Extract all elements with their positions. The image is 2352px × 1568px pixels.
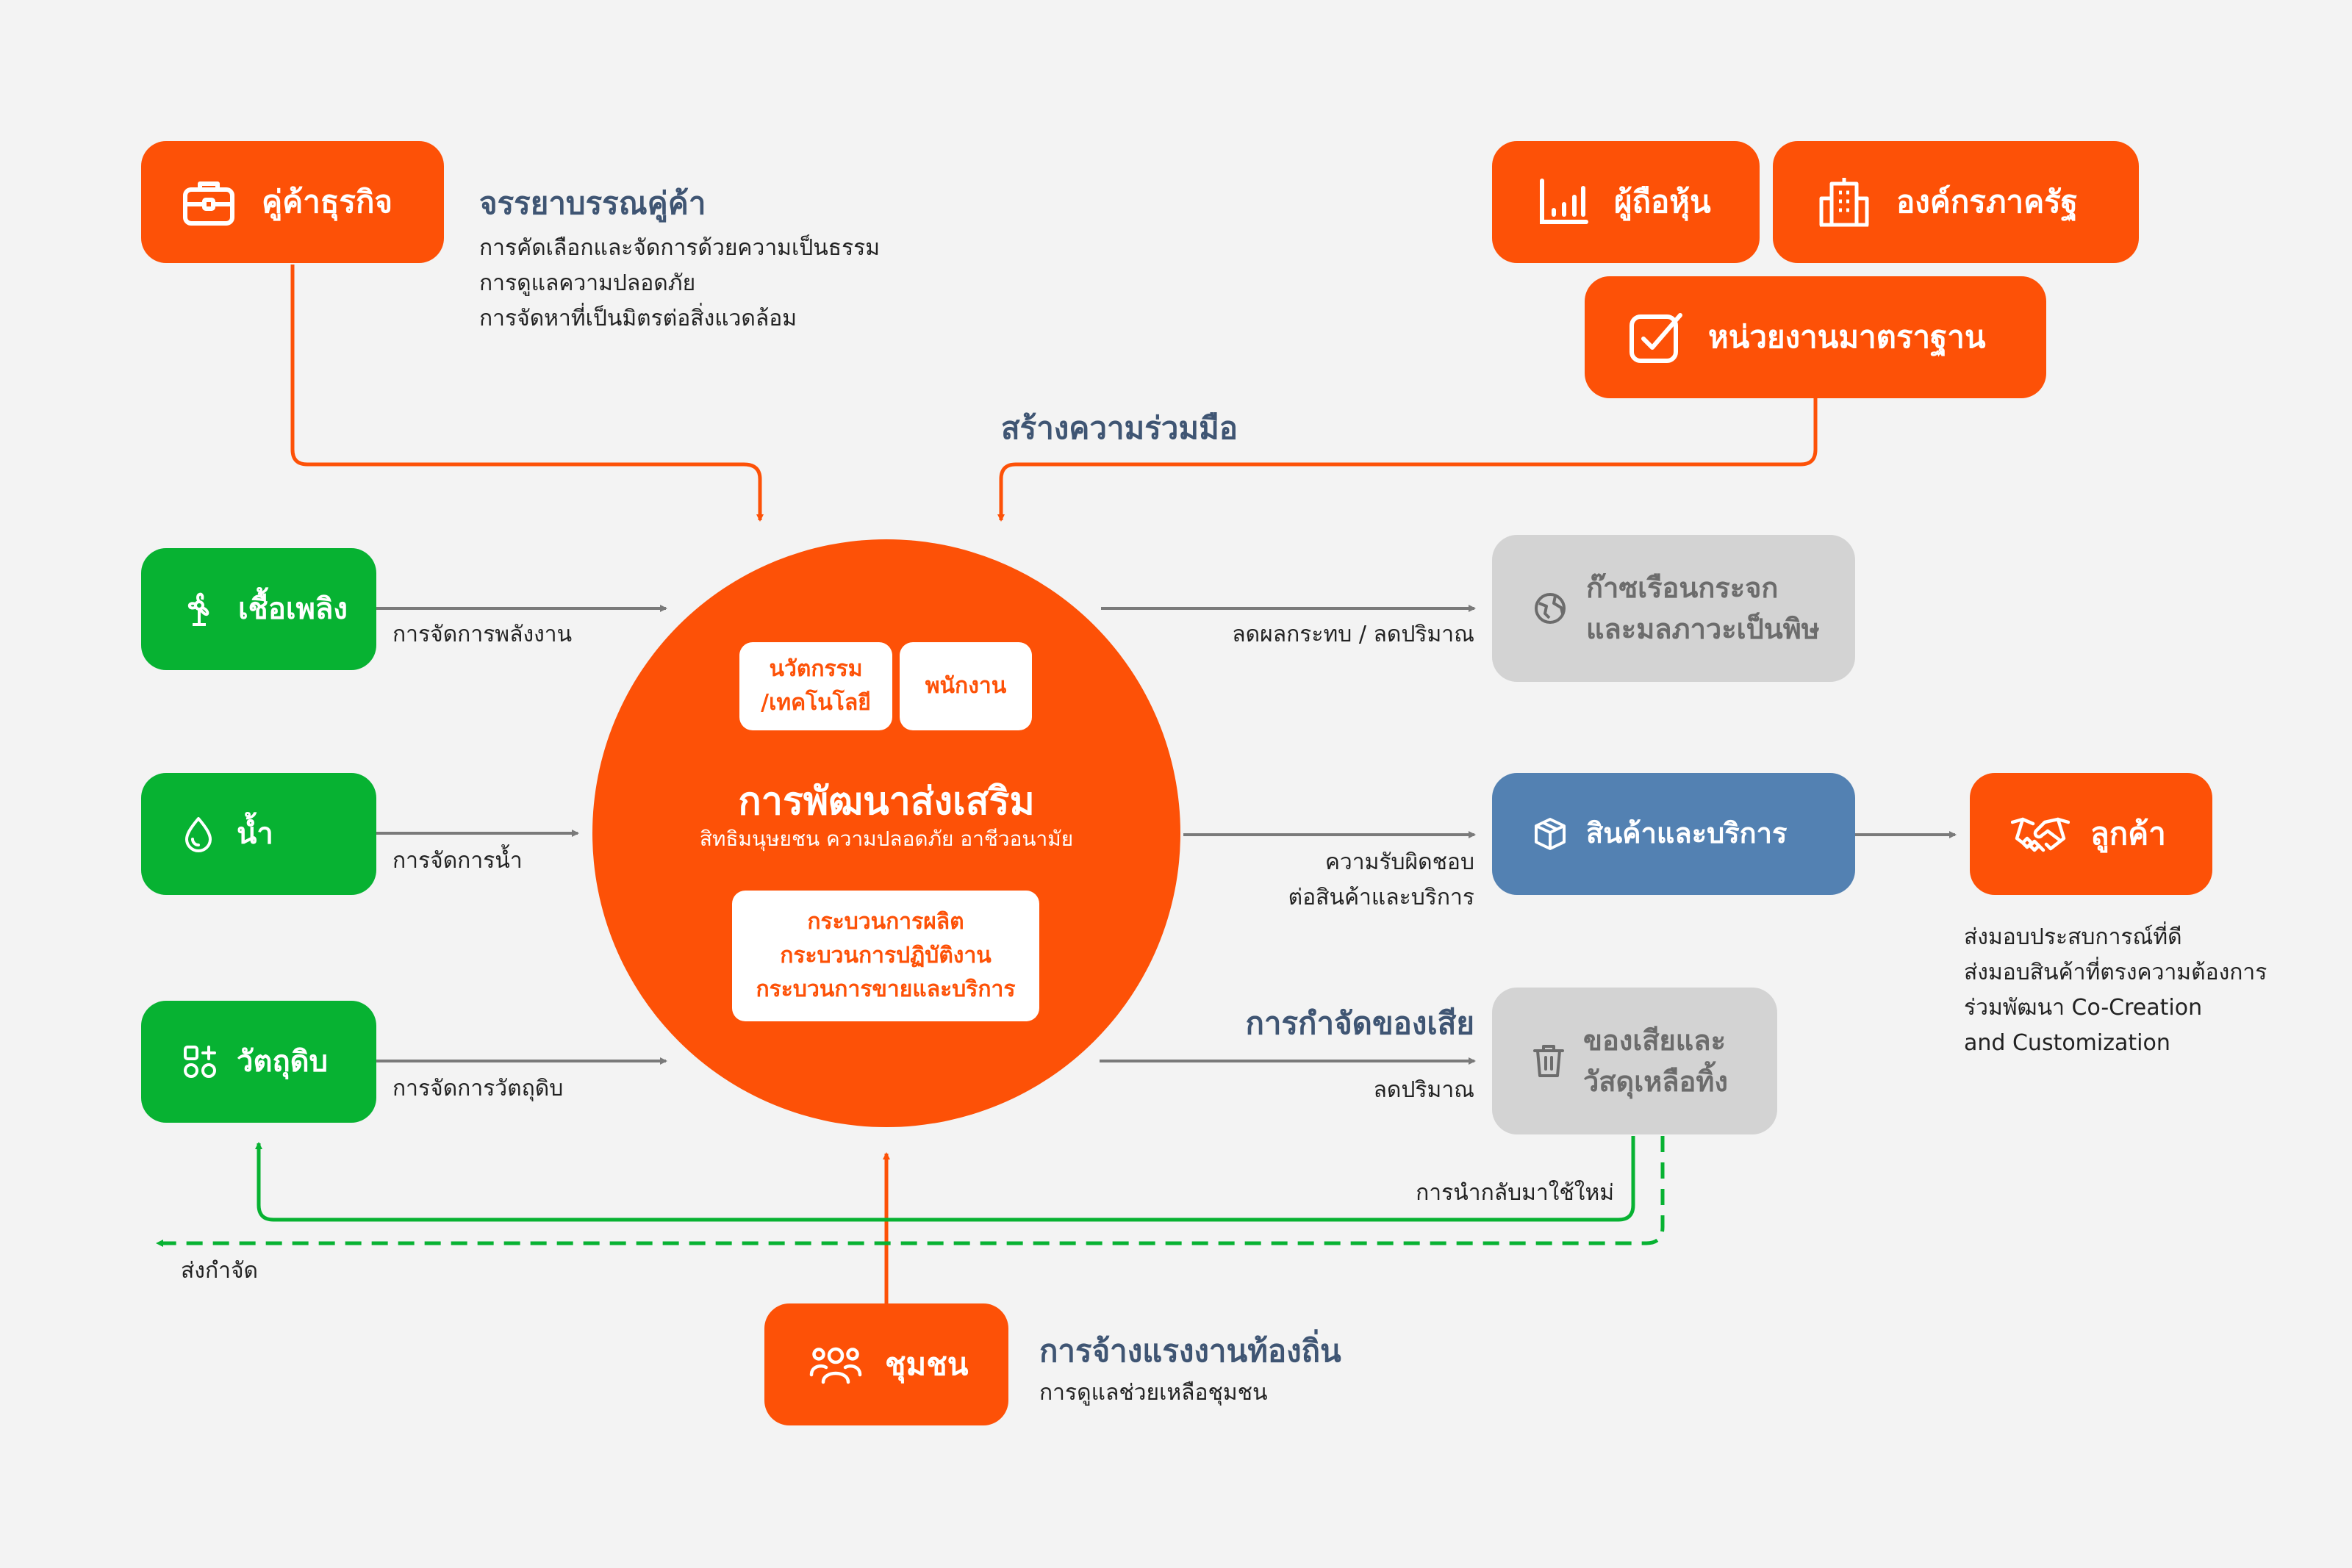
orange-connectors — [290, 265, 1818, 1303]
globe-icon — [1533, 591, 1567, 625]
process-line-2: กระบวนการปฏิบัติงาน — [780, 943, 992, 968]
ghg-label-line-1: ก๊าซเรือนกระจก — [1586, 572, 1779, 604]
standards-node[interactable]: หน่วยงานมาตราฐาน — [1585, 276, 2046, 398]
chart-icon — [1538, 178, 1589, 226]
shareholder-label: ผู้ถือหุ้น — [1614, 183, 1711, 220]
waste-label-line-1: ของเสียและ — [1583, 1024, 1726, 1057]
ghg-label-line-2: และมลภาวะเป็นพิษ — [1586, 613, 1820, 645]
responsibility-line-1: ความรับผิดชอบ — [1324, 849, 1474, 875]
community-label: ชุมชน — [885, 1345, 969, 1382]
raw-material-node[interactable]: วัตถุดิบ — [141, 1001, 376, 1123]
water-drop-icon — [182, 816, 215, 852]
raw-material-label: วัตถุดิบ — [237, 1045, 329, 1079]
material-mgmt-label: การจัดการวัตถุดิบ — [392, 1076, 564, 1101]
people-icon — [808, 1344, 863, 1385]
supplier-ethics-line-1: การคัดเลือกและจัดการด้วยความเป็นธรรม — [479, 235, 881, 261]
water-node[interactable]: น้ำ — [141, 773, 376, 895]
business-partner-label: คู่ค้าธุรกิจ — [262, 183, 393, 220]
grey-connectors — [376, 605, 1957, 1065]
reuse-label: การนำกลับมาใช้ใหม่ — [1416, 1180, 1614, 1206]
reduce-impact-label: ลดผลกระทบ / ลดปริมาณ — [1232, 622, 1474, 647]
customer-line-4: and Customization — [1964, 1030, 2170, 1056]
customer-line-3: ร่วมพัฒนา Co-Creation — [1964, 995, 2203, 1021]
center-subtitle: สิทธิมนุษยชน ความปลอดภัย อาชีวอนามัย — [699, 827, 1074, 851]
process-box[interactable]: กระบวนการผลิต กระบวนการปฏิบัติงาน กระบวน… — [732, 891, 1039, 1021]
community-care-label: การดูแลช่วยเหลือชุมชน — [1039, 1380, 1268, 1406]
responsibility-line-2: ต่อสินค้าและบริการ — [1288, 885, 1474, 910]
development-circle — [592, 539, 1180, 1127]
send-dispose-label: ส่งกำจัด — [181, 1258, 259, 1284]
government-node[interactable]: องค์กรภาครัฐ — [1773, 141, 2139, 263]
customer-line-2: ส่งมอบสินค้าที่ตรงความต้องการ — [1964, 960, 2267, 985]
community-node[interactable]: ชุมชน — [764, 1303, 1008, 1425]
products-label: สินค้าและบริการ — [1586, 817, 1788, 850]
reuse-arrow — [255, 1136, 1635, 1222]
box-icon — [1533, 817, 1567, 851]
cooperation-label: สร้างความร่วมมือ — [1001, 410, 1238, 446]
handshake-icon — [2011, 813, 2070, 855]
customer-label: ลูกค้า — [2090, 815, 2166, 852]
employee-label: พนักงาน — [925, 673, 1007, 699]
briefcase-icon — [182, 178, 235, 226]
standards-to-center-arrow — [997, 398, 1818, 522]
local-hire-title: การจ้างแรงงานท้องถิ่น — [1039, 1333, 1341, 1369]
waste-disposal-title: การกำจัดของเสีย — [1245, 1005, 1474, 1041]
checkbox-icon — [1629, 311, 1683, 364]
innovation-box[interactable]: นวัตกรรม /เทคโนโลยี — [739, 642, 892, 730]
supplier-ethics-title: จรรยาบรรณคู่ค้า — [479, 185, 706, 221]
supplier-ethics-line-3: การจัดหาที่เป็นมิตรต่อสิ่งแวดล้อม — [479, 306, 797, 331]
innovation-line-2: /เทคโนโลยี — [761, 690, 871, 716]
partner-to-center-arrow — [290, 265, 764, 522]
employee-box[interactable]: พนักงาน — [900, 642, 1032, 730]
reduce-amount-label: ลดปริมาณ — [1373, 1077, 1474, 1103]
center-title: การพัฒนาส่งเสริม — [738, 780, 1035, 824]
water-mgmt-label: การจัดการน้ำ — [392, 848, 523, 874]
energy-mgmt-label: การจัดการพลังงาน — [392, 622, 573, 647]
business-partner-node[interactable]: คู่ค้าธุรกิจ — [141, 141, 444, 263]
products-node[interactable]: สินค้าและบริการ — [1492, 773, 1855, 895]
trash-icon — [1533, 1044, 1564, 1078]
fan-icon — [182, 591, 216, 627]
process-line-3: กระบวนการขายและบริการ — [756, 977, 1016, 1002]
waste-label-line-2: วัสดุเหลือทิ้ง — [1583, 1065, 1728, 1098]
customer-node[interactable]: ลูกค้า — [1970, 773, 2212, 895]
building-icon — [1817, 176, 1871, 228]
green-connectors — [156, 1136, 1665, 1247]
government-label: องค์กรภาครัฐ — [1896, 183, 2078, 220]
shapes-icon — [182, 1044, 218, 1079]
supplier-ethics-line-2: การดูแลความปลอดภัย — [479, 270, 696, 296]
dispose-dashed-arrow — [156, 1136, 1665, 1247]
water-label: น้ำ — [237, 817, 273, 851]
customer-line-1: ส่งมอบประสบการณ์ที่ดี — [1964, 924, 2182, 950]
waste-node[interactable]: ของเสียและ วัสดุเหลือทิ้ง — [1492, 988, 1777, 1134]
process-line-1: กระบวนการผลิต — [807, 909, 964, 935]
standards-label: หน่วยงานมาตราฐาน — [1708, 318, 1986, 355]
ghg-node[interactable]: ก๊าซเรือนกระจก และมลภาวะเป็นพิษ — [1492, 535, 1855, 682]
fuel-node[interactable]: เชื้อเพลิง — [141, 548, 376, 670]
innovation-line-1: นวัตกรรม — [769, 656, 863, 682]
fuel-label: เชื้อเพลิง — [238, 592, 348, 626]
shareholder-node[interactable]: ผู้ถือหุ้น — [1492, 141, 1760, 263]
